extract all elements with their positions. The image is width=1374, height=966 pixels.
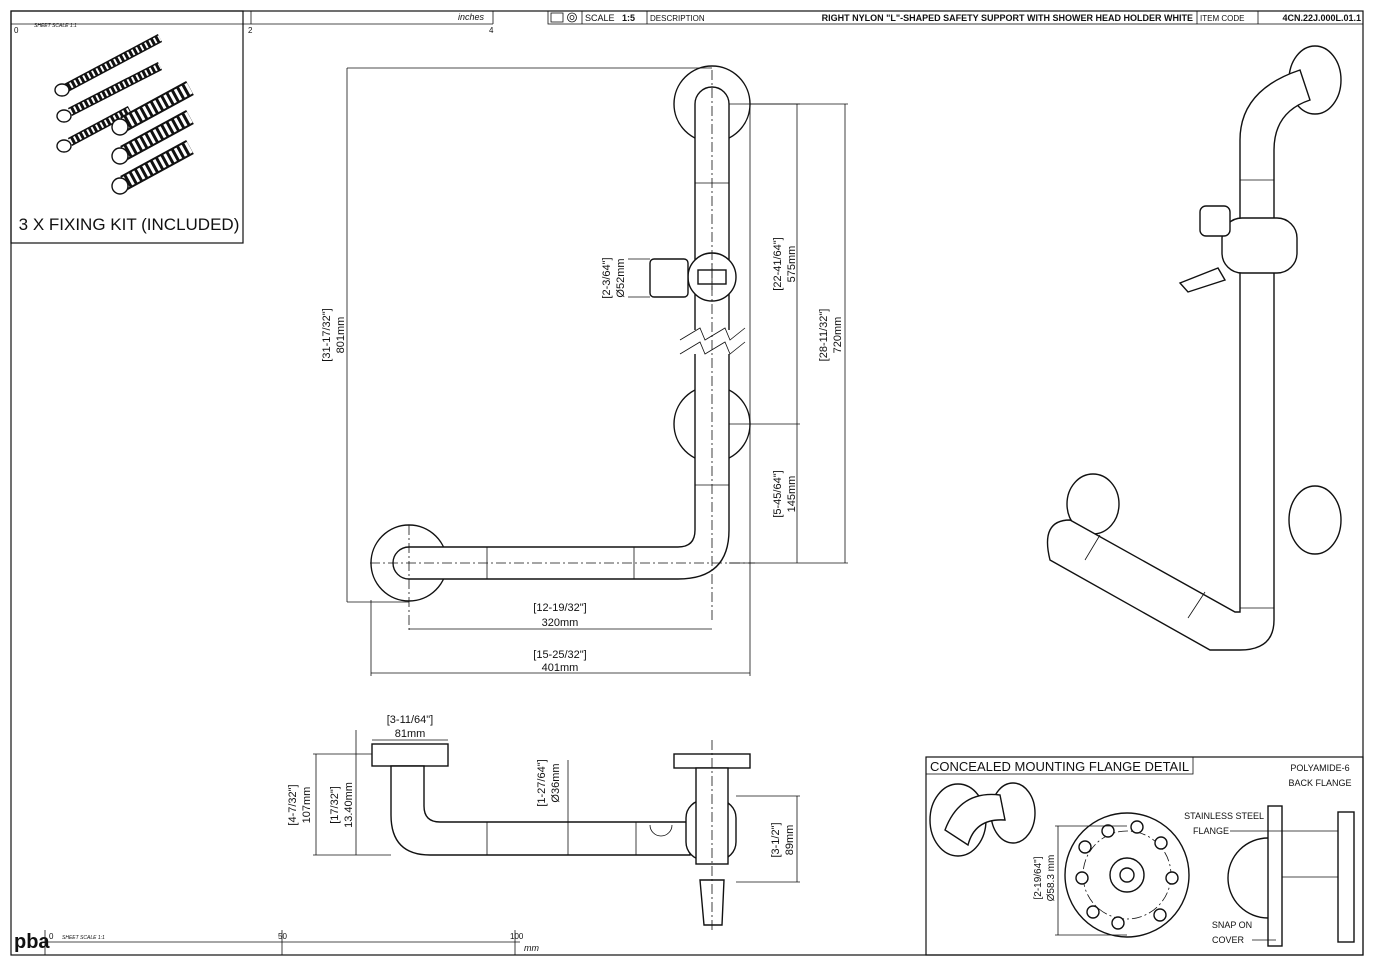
flange-detail-title: CONCEALED MOUNTING FLANGE DETAIL <box>930 759 1189 774</box>
dim-holder-mm: Ø52mm <box>615 258 627 297</box>
dim-depth-inch: [4-7/32"] <box>287 784 299 825</box>
dim-lower-inch: [5-45/64"] <box>772 470 784 517</box>
dim-flange-inch: [3-11/64"] <box>387 714 434 726</box>
polyamide-label-1: POLYAMIDE-6 <box>1290 763 1349 773</box>
dim-flange-mm: 81mm <box>395 728 426 740</box>
flange-dim-mm: Ø58.3 mm <box>1046 855 1057 902</box>
mm-ruler: 0 50 100 SHEET SCALE 1:1 mm <box>44 930 539 955</box>
shower-holder <box>649 252 737 302</box>
dim-width-total-inch: [15-25/32"] <box>533 649 586 661</box>
steel-label-1: STAINLESS STEEL <box>1184 811 1264 821</box>
steel-label-2: FLANGE <box>1193 826 1229 836</box>
dim-width-total-mm: 401mm <box>542 662 579 674</box>
dim-upper-mm: 575mm <box>786 246 798 283</box>
dim-overall-right-mm: 720mm <box>832 317 844 354</box>
description-value: RIGHT NYLON "L"-SHAPED SAFETY SUPPORT WI… <box>822 13 1193 23</box>
inch-unit: inches <box>458 12 485 22</box>
dim-holder-top-inch: [3-1/2"] <box>770 822 782 857</box>
pba-logo: pba <box>14 931 50 953</box>
item-code-value: 4CN.22J.000L.01.1 <box>1282 13 1361 23</box>
wall-plug-icon <box>111 80 194 195</box>
dim-holder-inch: [2-3/64"] <box>601 257 613 298</box>
isometric-view <box>1046 45 1342 651</box>
dim-lower-mm: 145mm <box>786 476 798 513</box>
inch-ruler: 0 2 4 SHEET SCALE 1:1 inches <box>11 11 494 35</box>
item-code-label: ITEM CODE <box>1200 14 1244 23</box>
inch-tick-4: 4 <box>489 26 494 35</box>
dim-width-inner-inch: [12-19/32"] <box>533 602 586 614</box>
dim-tube-mm: Ø36mm <box>550 763 562 802</box>
mm-tick-100: 100 <box>510 932 524 941</box>
mm-tick-0: 0 <box>49 932 54 941</box>
inch-sheet-scale: SHEET SCALE 1:1 <box>34 23 77 29</box>
dim-holder-top-mm: 89mm <box>784 825 796 856</box>
flange-dim-inch: [2-19/64"] <box>1033 856 1044 899</box>
dim-tube-inch: [1-27/64"] <box>536 759 548 806</box>
inch-tick-2: 2 <box>248 26 253 35</box>
polyamide-label-2: BACK FLANGE <box>1288 778 1351 788</box>
fixing-kit-box: 3 X FIXING KIT (INCLUDED) <box>10 10 244 244</box>
front-view: [31-17/32"] 801mm [22-41/64"] 575mm [5-4… <box>321 65 848 676</box>
projection-symbol-icon <box>550 12 577 23</box>
description-label: DESCRIPTION <box>650 14 705 23</box>
dim-depth-mm: 107mm <box>301 787 313 824</box>
cover-label-1: SNAP ON <box>1212 920 1252 930</box>
top-view: [3-11/64"] 81mm [4-7/32"] 107mm [17/32"]… <box>287 714 800 930</box>
dim-width-inner-mm: 320mm <box>542 617 579 629</box>
dim-total-height-inch: [31-17/32"] <box>321 308 333 361</box>
mm-sheet-scale: SHEET SCALE 1:1 <box>62 935 105 941</box>
mm-tick-50: 50 <box>278 932 287 941</box>
screw-icon <box>54 34 163 153</box>
scale-value: 1:5 <box>622 13 635 23</box>
scale-label: SCALE <box>585 13 615 23</box>
l-bar <box>392 86 730 580</box>
dim-offset-mm: 13.40mm <box>343 782 355 828</box>
dim-upper-inch: [22-41/64"] <box>772 237 784 290</box>
cover-label-2: COVER <box>1212 935 1245 945</box>
flange-detail-box: CONCEALED MOUNTING FLANGE DETAIL [2-19/6… <box>925 756 1364 956</box>
mm-unit: mm <box>524 943 539 953</box>
fixing-kit-label: 3 X FIXING KIT (INCLUDED) <box>19 215 240 234</box>
dim-offset-inch: [17/32"] <box>329 786 341 824</box>
dim-overall-right-inch: [28-11/32"] <box>818 309 830 362</box>
title-block: SCALE 1:5 DESCRIPTION RIGHT NYLON "L"-SH… <box>547 10 1364 25</box>
dim-total-height-mm: 801mm <box>335 317 347 354</box>
inch-tick-0: 0 <box>14 26 19 35</box>
